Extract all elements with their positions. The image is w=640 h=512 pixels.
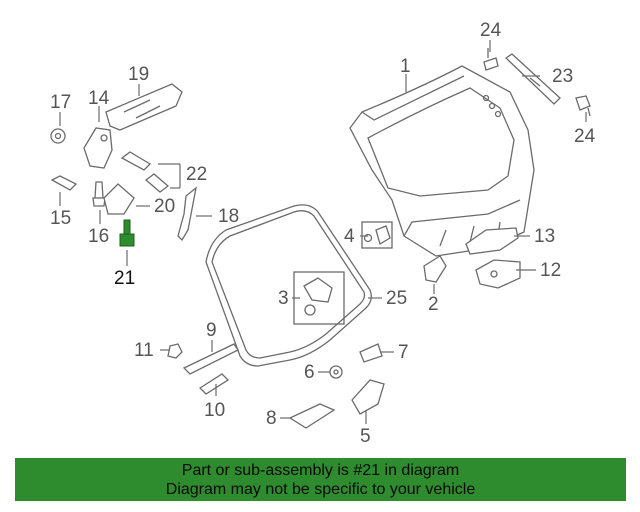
callout-13: 13: [534, 226, 555, 247]
washer-part: [50, 128, 66, 144]
callout-18: 18: [218, 206, 239, 227]
parts-diagram: 1 2 3 4 5 6 7 8 9 10 11 12 13 14 15 16 1…: [50, 20, 596, 447]
hinge-part: [83, 83, 183, 169]
part-13: [465, 227, 519, 255]
callout-12: 12: [540, 260, 561, 281]
part-5: [351, 379, 385, 415]
callout-3: 3: [278, 288, 289, 309]
ball-stud-top-part: [483, 48, 499, 71]
part-8: [288, 403, 336, 429]
part-10: [198, 373, 230, 395]
callout-9: 9: [206, 320, 217, 341]
part-4: [361, 221, 393, 249]
bolt-16-part: [92, 181, 106, 207]
callout-10: 10: [204, 400, 225, 421]
callout-7: 7: [398, 342, 409, 363]
leader-lines: [59, 40, 587, 424]
bolt-21-highlighted-part: [119, 219, 135, 247]
callout-1: 1: [400, 56, 411, 77]
trim-18-part: [177, 186, 197, 242]
callout-8: 8: [266, 408, 277, 429]
weatherstrip-part: [205, 204, 372, 367]
lift-support-strut-part: [504, 53, 561, 105]
callout-16: 16: [88, 226, 109, 247]
callout-17: 17: [50, 92, 71, 113]
info-banner: Part or sub-assembly is #21 in diagram D…: [15, 458, 626, 501]
handle-2-part: [423, 255, 447, 283]
grommet-6-part: [329, 365, 343, 379]
bolt-15-part: [50, 175, 78, 191]
callout-24-right: 24: [574, 126, 596, 147]
callout-22: 22: [186, 164, 207, 185]
latch-12-part: [475, 259, 521, 289]
part-9: [182, 343, 239, 375]
nut-11-part: [167, 343, 183, 359]
callout-15: 15: [50, 208, 71, 229]
banner-line-1: Part or sub-assembly is #21 in diagram: [181, 462, 460, 479]
callout-5: 5: [360, 426, 371, 447]
callout-2: 2: [428, 294, 439, 315]
ball-stud-right-part: [575, 95, 591, 117]
callout-6: 6: [304, 362, 315, 383]
hinge-bolts-part: [120, 151, 170, 193]
callout-4: 4: [344, 226, 355, 247]
callout-24-top: 24: [480, 20, 502, 41]
callout-19: 19: [128, 64, 149, 85]
callout-23: 23: [552, 66, 573, 87]
callout-25: 25: [386, 288, 407, 309]
banner-line-2: Diagram may not be specific to your vehi…: [165, 481, 476, 498]
callout-20: 20: [154, 196, 175, 217]
callout-21-highlighted: 21: [114, 268, 135, 289]
lock-assembly-part: [293, 271, 345, 325]
part-7: [359, 343, 383, 363]
bracket-20-part: [103, 183, 135, 215]
callout-11: 11: [134, 340, 154, 361]
callout-14: 14: [88, 88, 110, 109]
callout-labels: 1 2 3 4 5 6 7 8 9 10 11 12 13 14 15 16 1…: [50, 20, 596, 447]
liftgate-part: [349, 65, 535, 257]
